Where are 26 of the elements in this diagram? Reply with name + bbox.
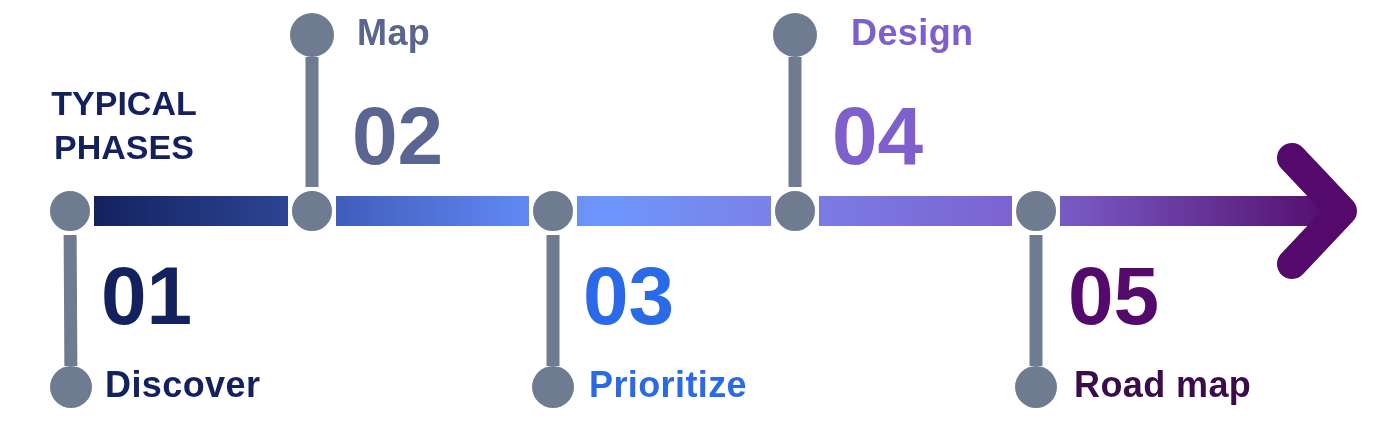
diagram-title: TYPICAL PHASES	[50, 83, 198, 168]
phase-name: Discover	[105, 364, 261, 406]
end-dot	[290, 13, 334, 57]
end-dot	[532, 366, 574, 408]
timeline-bar	[94, 196, 288, 226]
phase-number: 04	[832, 89, 924, 183]
connector-line	[546, 235, 560, 366]
end-dot	[773, 13, 817, 57]
phase-name: Design	[851, 12, 974, 54]
end-dot	[1015, 366, 1057, 408]
timeline-arrow	[1060, 143, 1357, 279]
timeline-bar	[336, 196, 529, 226]
phase-number: 02	[352, 89, 444, 183]
timeline-bar	[819, 196, 1012, 226]
phase-name: Prioritize	[589, 364, 748, 406]
connector-line	[305, 57, 319, 187]
connector-line	[788, 57, 802, 187]
connector-line	[63, 234, 78, 367]
timeline-bar	[577, 196, 771, 226]
phase-number: 05	[1068, 249, 1160, 343]
phase-number: 03	[583, 249, 675, 343]
phase-name: Map	[357, 12, 431, 54]
phase-number: 01	[101, 249, 193, 343]
connector-line	[1029, 235, 1043, 366]
end-dot	[50, 366, 92, 408]
phase-name: Road map	[1074, 364, 1252, 406]
